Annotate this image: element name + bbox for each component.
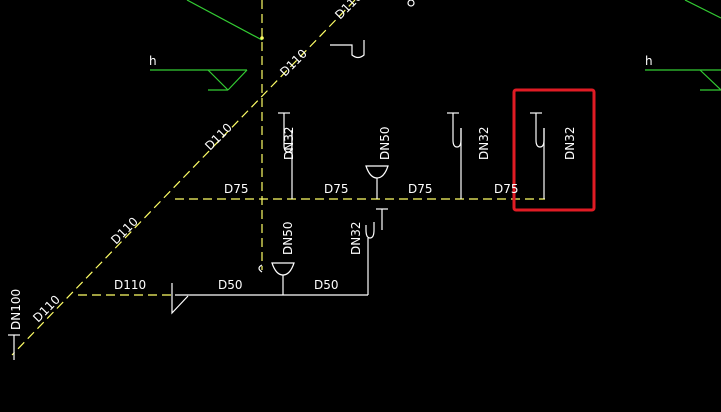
- fixture-dn32-lower: [365, 208, 388, 295]
- label-dn32-1: DN32: [282, 127, 296, 161]
- label-d75-1: D75: [224, 182, 249, 196]
- label-d75-4: D75: [494, 182, 519, 196]
- label-dn100: DN100: [9, 289, 23, 330]
- label-d110-branch: D110: [114, 278, 146, 292]
- floor-level-label-right: h: [645, 54, 653, 68]
- main-diagonal-pipe: [11, 0, 356, 356]
- fixture-dn32-highlighted: [530, 112, 545, 199]
- highlight-box: [512, 88, 596, 212]
- floor-level-label-left: h: [149, 54, 157, 68]
- label-d110-lower: D110: [108, 214, 141, 247]
- label-d110-mid: D110: [202, 120, 235, 153]
- fixture-dn32-1: [278, 112, 293, 199]
- green-slope-line: [186, 0, 263, 41]
- bottom-cleanout: [171, 283, 189, 315]
- label-d50-right: D50: [314, 278, 339, 292]
- floor-drain-dn50-bottom: [258, 262, 295, 295]
- label-d75-3: D75: [408, 182, 433, 196]
- floor-marks: [150, 0, 721, 91]
- label-d75-2: D75: [324, 182, 349, 196]
- label-dn32-lower: DN32: [349, 222, 363, 256]
- label-d110-bottom: D110: [30, 292, 63, 325]
- floor-level-triangle-left: [227, 69, 248, 91]
- label-dn50-top: DN50: [378, 127, 392, 161]
- label-dn32-highlighted: DN32: [563, 127, 577, 161]
- label-dn32-2: DN32: [477, 127, 491, 161]
- label-d50-left: D50: [218, 278, 243, 292]
- fixture-dn32-2: [447, 112, 462, 199]
- green-slope-line-right: [684, 0, 721, 19]
- label-dn50-bottom: DN50: [281, 222, 295, 256]
- floor-drain-dn50-top: [365, 165, 389, 199]
- top-trap-fitting: [330, 0, 415, 59]
- label-d110-top: D110: [332, 0, 365, 22]
